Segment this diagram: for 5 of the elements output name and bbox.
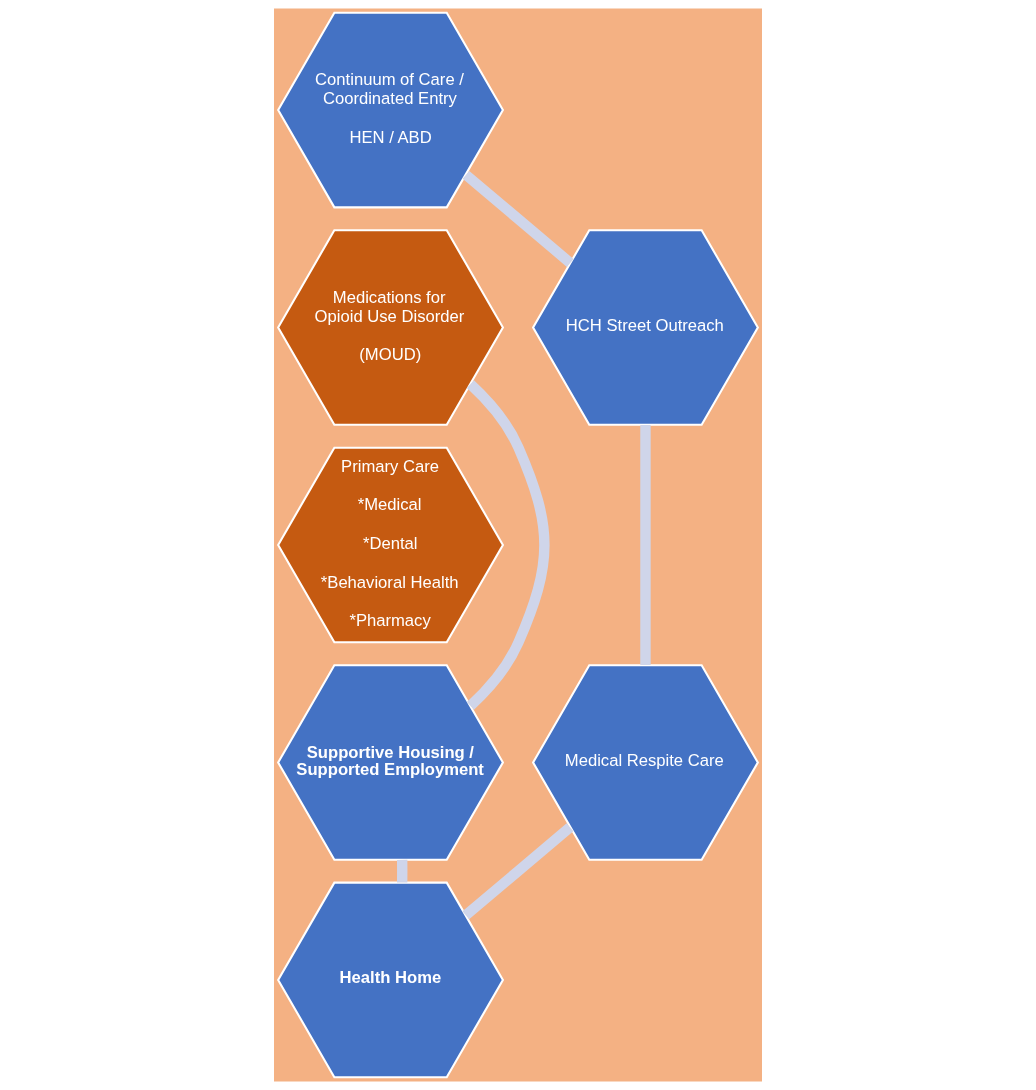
connector [396, 859, 408, 883]
connector [466, 380, 550, 710]
connector [462, 170, 574, 267]
connector [462, 823, 574, 920]
connector [640, 424, 651, 665]
